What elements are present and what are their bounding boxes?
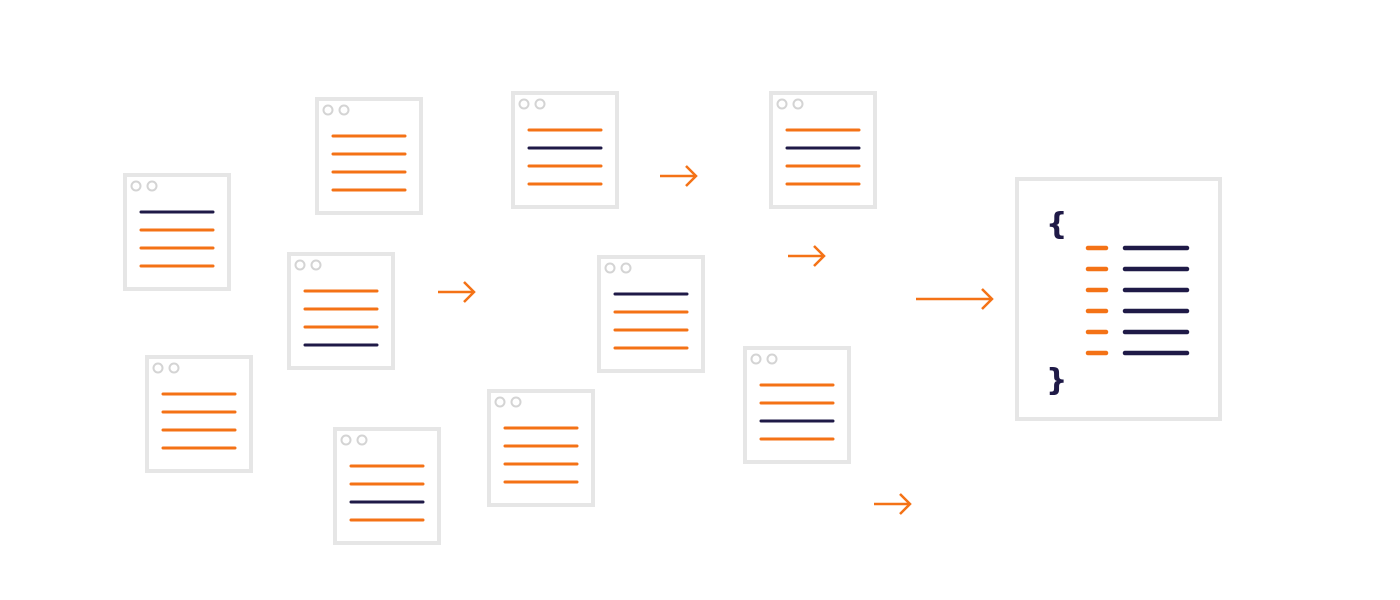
window-dot-icon — [518, 98, 530, 110]
flow-arrows — [438, 165, 994, 515]
document-frame — [743, 346, 851, 464]
window-dot-icon — [534, 98, 546, 110]
source-documents — [123, 91, 877, 545]
document-frame — [123, 173, 231, 291]
arrow-right-icon — [874, 493, 912, 515]
close-brace: } — [1046, 363, 1067, 398]
document — [597, 255, 705, 373]
window-dot-icon — [168, 362, 180, 374]
document — [315, 97, 423, 215]
window-dot-icon — [750, 353, 762, 365]
window-dot-icon — [510, 396, 522, 408]
document-frame — [287, 252, 395, 370]
window-dot-icon — [294, 259, 306, 271]
window-dot-icon — [604, 262, 616, 274]
document — [333, 427, 441, 545]
document — [145, 355, 253, 473]
window-dot-icon — [620, 262, 632, 274]
document-frame — [769, 91, 877, 209]
json-output-document: { } — [1015, 177, 1222, 421]
document — [287, 252, 395, 370]
document-frame — [145, 355, 253, 473]
document-frame — [511, 91, 619, 209]
arrow-right-icon — [916, 288, 994, 310]
window-dot-icon — [152, 362, 164, 374]
json-key-value-rows — [1085, 245, 1190, 356]
json-document-frame — [1015, 177, 1222, 421]
document — [769, 91, 877, 209]
arrow-right-icon — [660, 165, 698, 187]
document-frame — [315, 97, 423, 215]
document-frame — [333, 427, 441, 545]
document-frame — [487, 389, 595, 507]
window-dot-icon — [776, 98, 788, 110]
document-frame — [597, 255, 705, 373]
window-dot-icon — [340, 434, 352, 446]
window-dot-icon — [338, 104, 350, 116]
window-dot-icon — [130, 180, 142, 192]
document — [487, 389, 595, 507]
window-dot-icon — [766, 353, 778, 365]
window-dot-icon — [146, 180, 158, 192]
window-dot-icon — [494, 396, 506, 408]
window-dot-icon — [322, 104, 334, 116]
open-brace: { — [1046, 207, 1067, 242]
arrow-right-icon — [438, 281, 476, 303]
window-dot-icon — [310, 259, 322, 271]
document — [123, 173, 231, 291]
document — [511, 91, 619, 209]
window-dot-icon — [792, 98, 804, 110]
window-dot-icon — [356, 434, 368, 446]
arrow-right-icon — [788, 245, 826, 267]
document — [743, 346, 851, 464]
